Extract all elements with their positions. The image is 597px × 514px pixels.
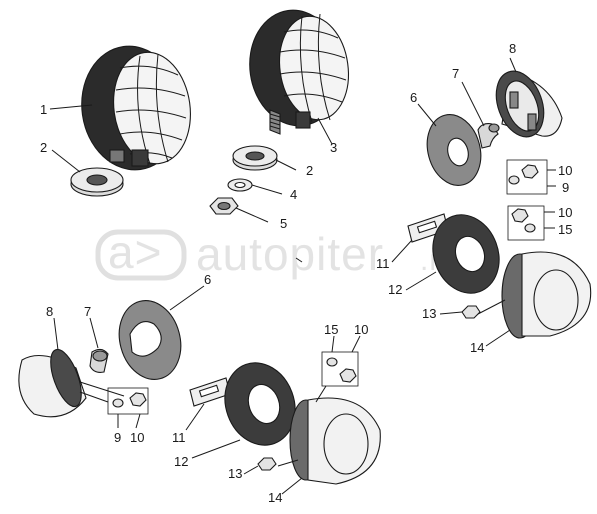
label-part-3: 3 bbox=[330, 140, 337, 155]
label-part-7-right: 7 bbox=[452, 66, 459, 81]
nuts-part-10-15-right-lower bbox=[507, 205, 545, 241]
headlamp-left bbox=[81, 45, 191, 171]
watermark-text: autopiter bbox=[196, 228, 384, 280]
label-part-1: 1 bbox=[40, 102, 47, 117]
label-part-14-right: 14 bbox=[470, 340, 484, 355]
part-labels: 1 2 3 2 4 5 8 7 6 10 9 10 15 11 12 13 14… bbox=[40, 41, 572, 505]
label-part-9-left: 9 bbox=[114, 430, 121, 445]
label-part-7-left: 7 bbox=[84, 304, 91, 319]
nuts-part-9-10-left bbox=[107, 387, 149, 415]
gasket-part-6-left bbox=[118, 300, 182, 380]
label-part-8-right: 8 bbox=[509, 41, 516, 56]
grommet-left bbox=[70, 167, 124, 197]
washer-part-4 bbox=[227, 178, 253, 192]
label-part-6-right: 6 bbox=[410, 90, 417, 105]
label-part-12-center: 12 bbox=[174, 454, 188, 469]
lamp-housing-part-8-left bbox=[18, 348, 87, 418]
label-part-2-center: 2 bbox=[306, 163, 313, 178]
label-part-8-left: 8 bbox=[46, 304, 53, 319]
nuts-part-9-10-right bbox=[506, 159, 548, 195]
watermark: a> autopiter .ru bbox=[95, 226, 457, 281]
label-part-15-right: 15 bbox=[558, 222, 572, 237]
gasket-ring-part-12-center bbox=[224, 362, 296, 446]
leader-lines bbox=[49, 57, 556, 495]
nut-part-13-right bbox=[461, 305, 481, 319]
label-part-5: 5 bbox=[280, 216, 287, 231]
label-part-13-right: 13 bbox=[422, 306, 436, 321]
label-part-10-left: 10 bbox=[130, 430, 144, 445]
label-part-11-right: 11 bbox=[376, 256, 390, 271]
lamp-part-14-right bbox=[501, 251, 592, 339]
gasket-part-6-right bbox=[426, 114, 482, 186]
elbow-part-7-right bbox=[477, 123, 500, 149]
label-part-4: 4 bbox=[290, 187, 297, 202]
bracket-part-11-right bbox=[407, 213, 449, 243]
bracket-part-11-center bbox=[189, 377, 231, 407]
label-part-10-right-lower: 10 bbox=[558, 205, 572, 220]
label-part-11-center: 11 bbox=[172, 430, 186, 445]
label-part-6-left: 6 bbox=[204, 272, 211, 287]
headlamp-center bbox=[249, 9, 349, 135]
gasket-ring-part-12-right bbox=[432, 214, 500, 294]
label-part-14-center: 14 bbox=[268, 490, 282, 505]
label-part-9-right: 9 bbox=[562, 180, 569, 195]
label-part-10-right: 10 bbox=[558, 163, 572, 178]
label-part-10-center: 10 bbox=[354, 322, 368, 337]
grommet-center bbox=[232, 145, 278, 171]
label-part-12-right: 12 bbox=[388, 282, 402, 297]
label-part-2-left: 2 bbox=[40, 140, 47, 155]
elbow-part-7-left bbox=[89, 348, 109, 373]
label-part-15-center: 15 bbox=[324, 322, 338, 337]
nut-part-13-center bbox=[257, 457, 277, 471]
lamp-part-14-center bbox=[289, 397, 381, 485]
nut-part-5 bbox=[209, 197, 239, 215]
lamp-housing-part-8-right bbox=[495, 70, 563, 138]
label-part-13-center: 13 bbox=[228, 466, 242, 481]
nuts-part-15-10-center bbox=[321, 351, 359, 387]
watermark-logo-text: a> bbox=[108, 226, 162, 278]
